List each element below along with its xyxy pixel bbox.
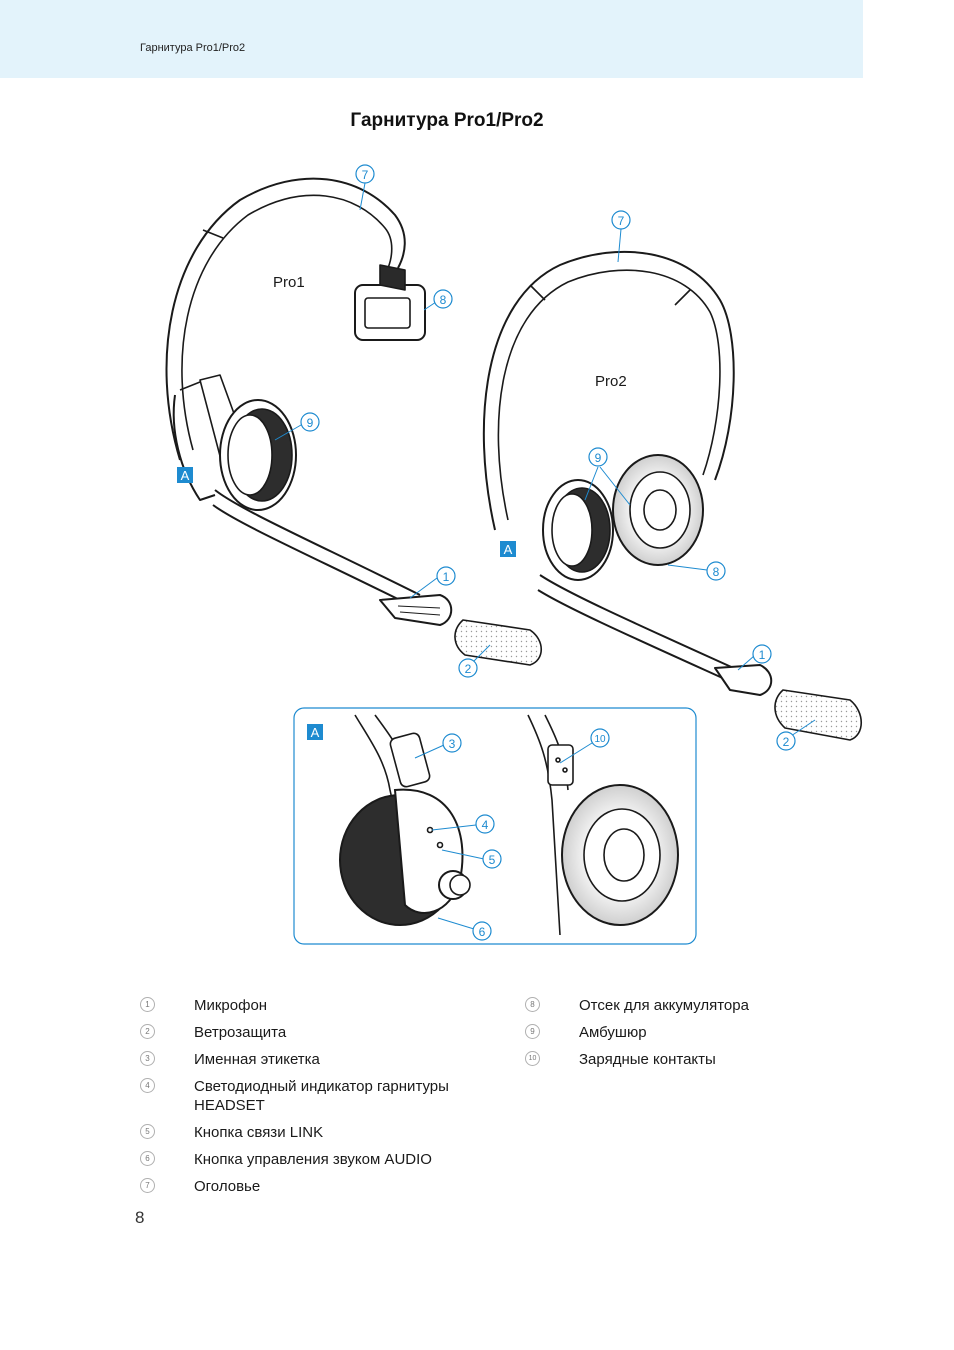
pro1-headset <box>165 177 543 666</box>
callout-3-label: 3 <box>449 737 456 751</box>
legend-label: Амбушюр <box>579 1024 647 1041</box>
legend-label: Микрофон <box>194 997 268 1014</box>
callout-9-pro2: 9 <box>588 447 608 467</box>
callout-3: 3 <box>442 733 462 753</box>
detail-tag-pro1: A <box>177 467 193 483</box>
callout-5: 5 <box>482 849 502 869</box>
legend-number: 4 <box>140 1078 155 1093</box>
detail-tag-label: A <box>181 468 190 483</box>
detail-tag-pro2: A <box>500 541 516 557</box>
callout-2-label: 2 <box>465 662 472 676</box>
legend-number: 9 <box>525 1024 540 1039</box>
callout-10: 10 <box>590 728 610 748</box>
legend-number: 8 <box>525 997 540 1012</box>
legend-label: Ветрозащита <box>194 1024 287 1041</box>
legend-label: Кнопка связи LINK <box>194 1124 324 1141</box>
headset-illustration: 7 7 8 9 9 8 1 1 2 2 3 10 <box>165 164 863 945</box>
legend-number: 2 <box>140 1024 155 1039</box>
legend-number: 5 <box>140 1124 155 1139</box>
legend-label: Светодиодный индикатор гарнитуры HEADSET <box>194 1078 449 1114</box>
detail-left <box>339 714 471 926</box>
header-band: Гарнитура Pro1/Pro2 <box>0 0 863 78</box>
callout-1-label: 1 <box>759 648 766 662</box>
callout-1-pro2: 1 <box>752 644 772 664</box>
legend-number: 7 <box>140 1178 155 1193</box>
legend-label: Отсек для аккумулятора <box>579 997 749 1014</box>
legend-number: 10 <box>525 1051 540 1066</box>
legend-label: Зарядные контакты <box>579 1051 716 1068</box>
callout-6-label: 6 <box>479 925 486 939</box>
page-number: 8 <box>135 1208 145 1227</box>
callout-9-pro1: 9 <box>300 412 320 432</box>
legend-label: Кнопка управления звуком AUDIO <box>194 1151 432 1168</box>
callout-9-label: 9 <box>307 416 314 430</box>
callout-7-pro1: 7 <box>355 164 375 184</box>
callout-8-label: 8 <box>713 565 720 579</box>
callout-5-label: 5 <box>489 853 496 867</box>
callout-4-label: 4 <box>482 818 489 832</box>
callout-9-label: 9 <box>595 451 602 465</box>
leader-lines <box>274 182 816 930</box>
detail-tag-label: A <box>311 725 320 740</box>
callout-7-pro2: 7 <box>611 210 631 230</box>
callout-8-pro2: 8 <box>706 561 726 581</box>
callout-1-label: 1 <box>443 570 450 584</box>
detail-box <box>293 707 697 945</box>
legend-label: Оголовье <box>194 1178 261 1195</box>
page-title: Гарнитура Pro1/Pro2 <box>350 110 544 131</box>
detail-tag-box: A <box>307 724 323 740</box>
model-label-pro1: Pro1 <box>273 274 305 291</box>
legend-number: 6 <box>140 1151 155 1166</box>
callout-8-label: 8 <box>440 293 447 307</box>
legend-number: 1 <box>140 997 155 1012</box>
callout-6: 6 <box>472 921 492 941</box>
detail-tag-label: A <box>504 542 513 557</box>
callout-8-pro1: 8 <box>433 289 453 309</box>
model-label-pro2: Pro2 <box>595 373 627 390</box>
callout-7-label: 7 <box>362 168 369 182</box>
legend-label: Именная этикетка <box>194 1051 320 1068</box>
callout-7-label: 7 <box>618 214 625 228</box>
legend-number: 3 <box>140 1051 155 1066</box>
header-title: Гарнитура Pro1/Pro2 <box>140 42 246 54</box>
callout-2-label: 2 <box>783 735 790 749</box>
callout-2-pro2: 2 <box>776 731 796 751</box>
callout-10-label: 10 <box>594 734 606 745</box>
callout-4: 4 <box>475 814 495 834</box>
callout-2-pro1: 2 <box>458 658 478 678</box>
detail-right <box>527 714 679 936</box>
pro2-headset <box>482 250 863 741</box>
callout-1-pro1: 1 <box>436 566 456 586</box>
